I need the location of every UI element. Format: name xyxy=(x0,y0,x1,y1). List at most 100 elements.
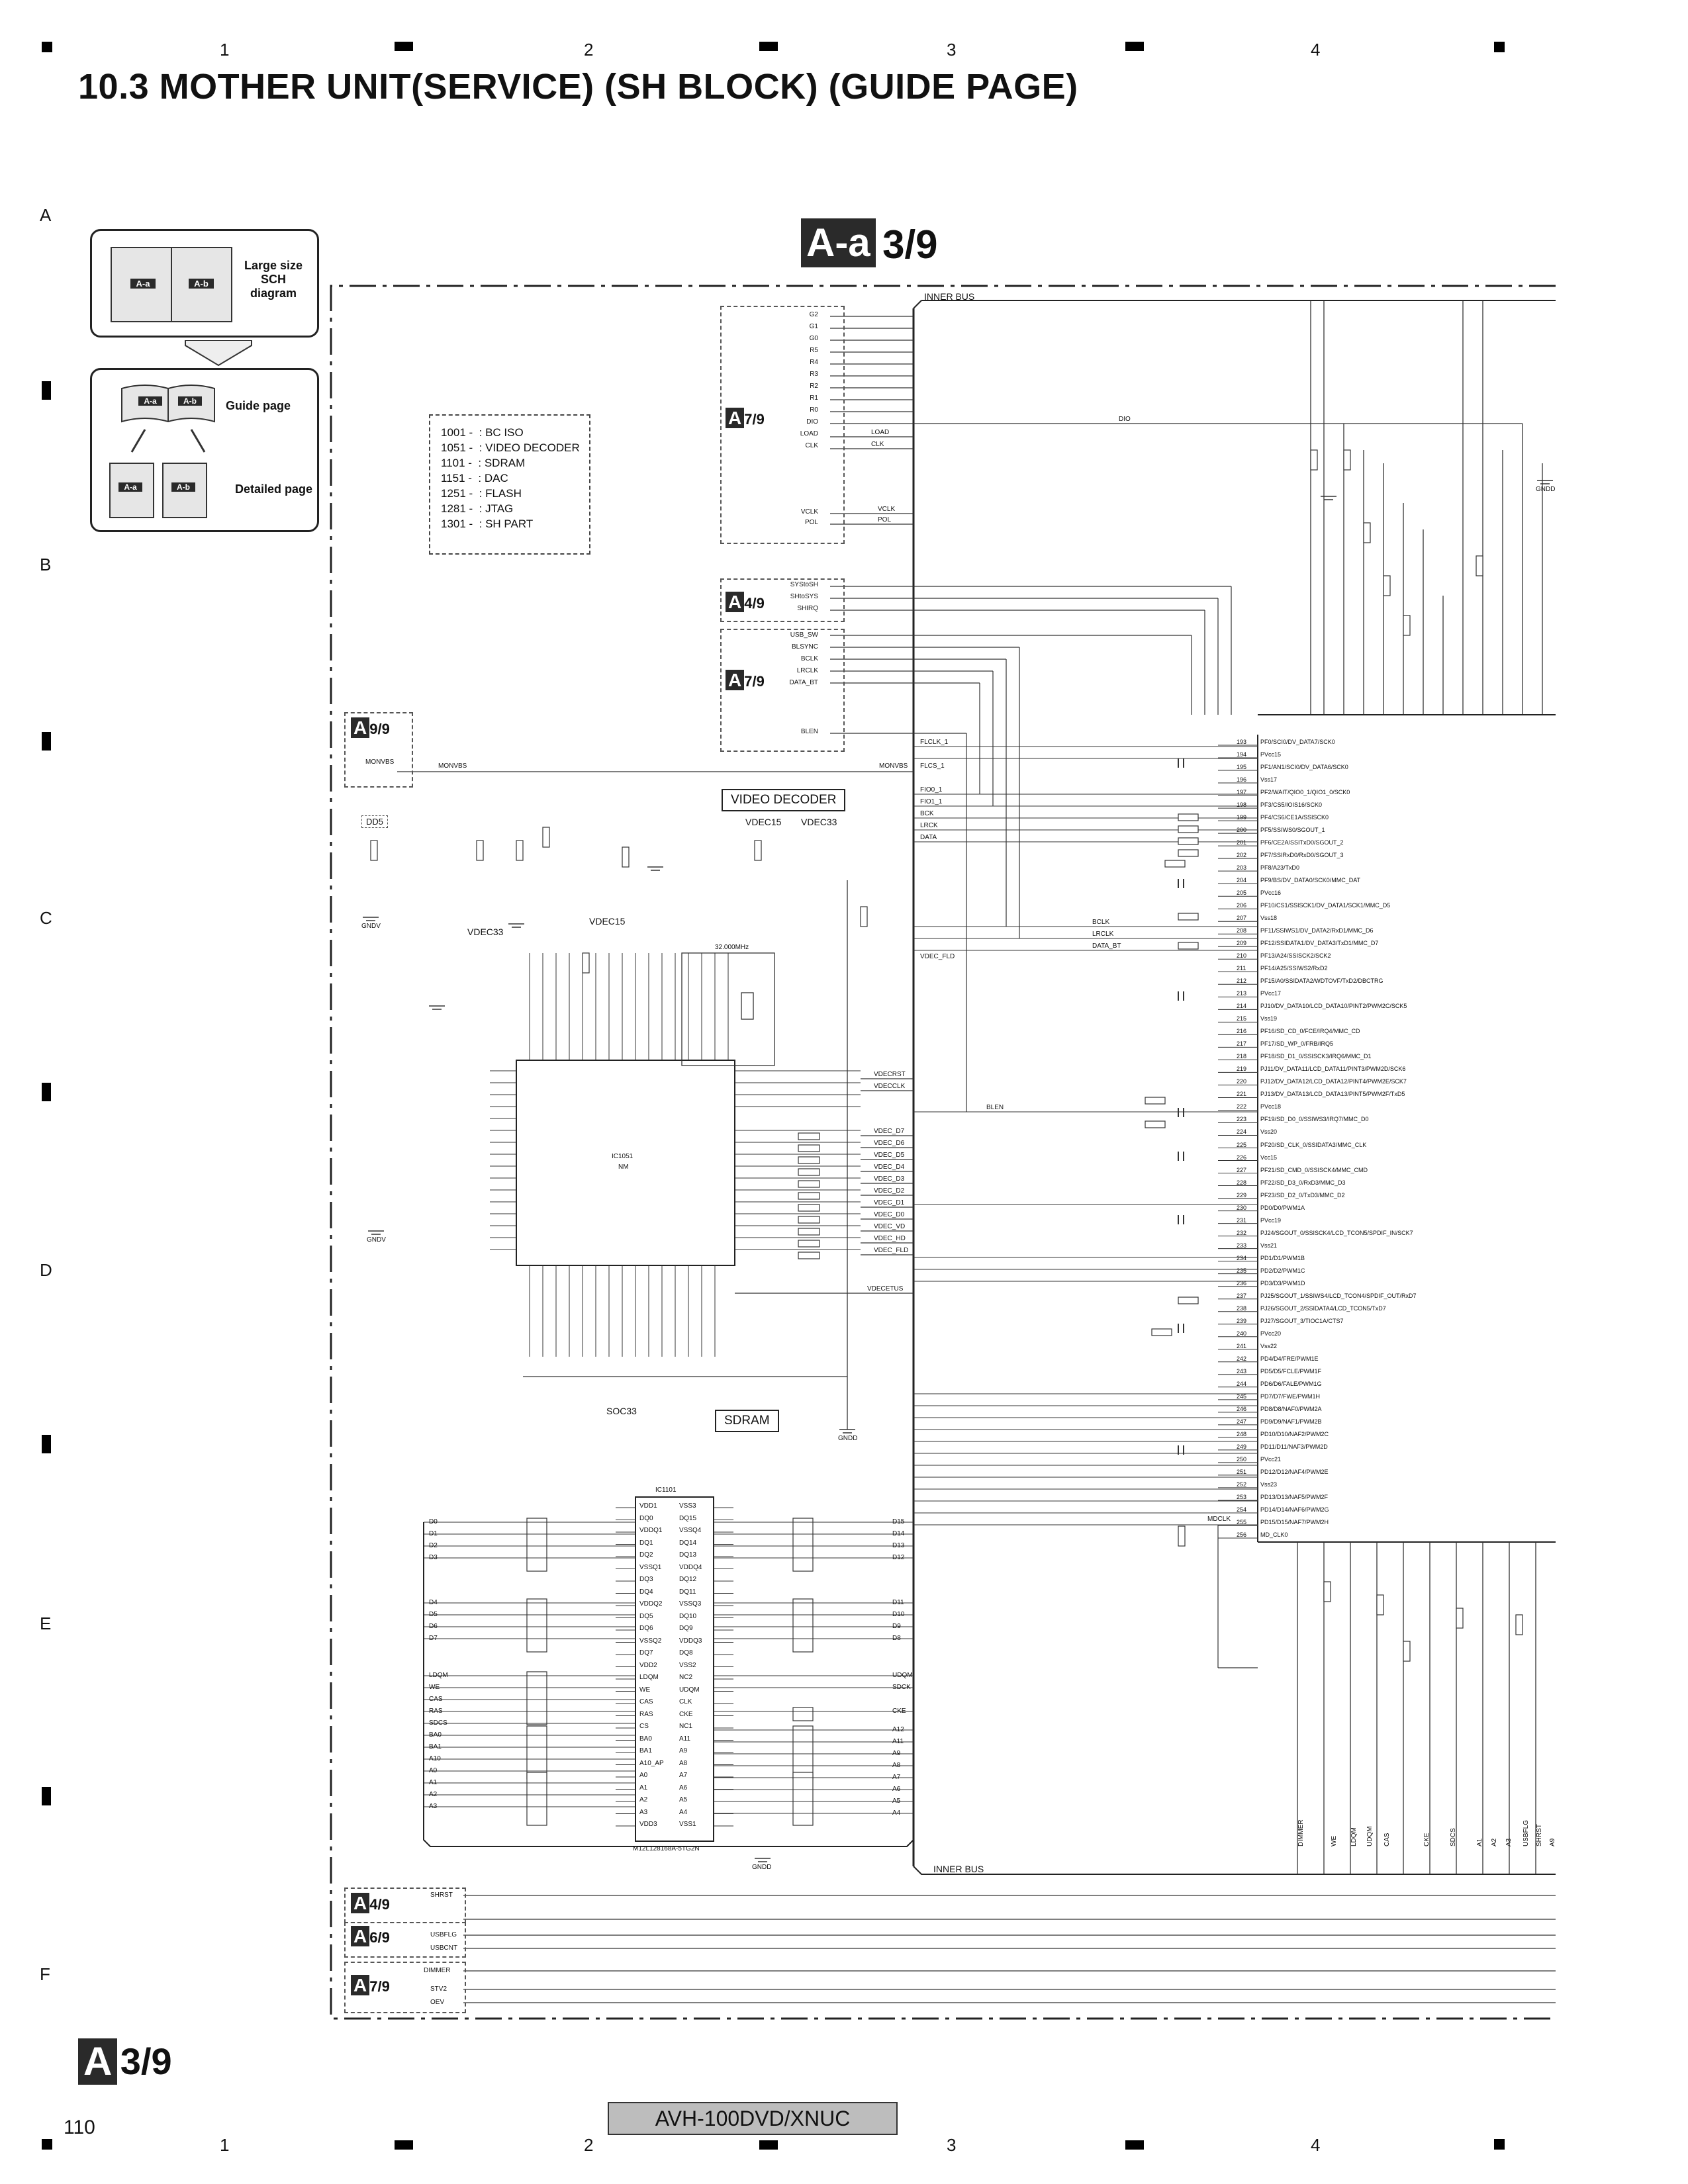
row-mark-1 xyxy=(42,381,51,400)
sdram-right-pin: CKE xyxy=(679,1710,693,1718)
connector-a79-mid-page: 7/9 xyxy=(744,673,765,690)
gndd-label-3: GNDD xyxy=(1536,486,1556,493)
cpu-pin-name: PF2/WAIT/QIO0_1/QIO1_0/SCK0 xyxy=(1260,789,1350,796)
sdram-left-pin: VSSQ1 xyxy=(639,1563,662,1571)
sdram-bus-left-label: WE xyxy=(429,1684,440,1691)
sig-dio: DIO xyxy=(1119,416,1131,423)
cpu-pin-name: PD6/D6/FALE/PWM1G xyxy=(1260,1380,1322,1387)
a79-top-pins-pin: R5 xyxy=(810,347,818,354)
reg-bar-t1 xyxy=(395,42,413,51)
connector-a99-letter: A xyxy=(351,717,370,738)
cpu-pin-name: PD15/D15/NAF7/PWM2H xyxy=(1260,1518,1329,1525)
vdec-output-label: VDEC_D2 xyxy=(874,1187,905,1195)
sdram-bus-left-label: D4 xyxy=(429,1599,438,1606)
guide-tag-a-book: A-a xyxy=(138,396,162,406)
col-num-top-4: 4 xyxy=(1311,40,1321,60)
a49-pins-pin: SHIRQ xyxy=(797,605,818,612)
cpu-pin-name: PJ12/DV_DATA12/LCD_DATA12/PINT4/PWM2E/SC… xyxy=(1260,1078,1407,1085)
sdram-right-pin: A6 xyxy=(679,1784,688,1792)
guide-book-icon xyxy=(121,385,215,423)
sdram-bus-left-label: D0 xyxy=(429,1518,438,1525)
bottom-sheet-tag-fraction: 3/9 xyxy=(120,2040,172,2082)
bottom-bus-label: SHRST xyxy=(1536,1824,1543,1846)
a79-top-pins-pin: CLK xyxy=(805,442,818,449)
cpu-pin-number: 197 xyxy=(1237,789,1247,796)
a79-mid-pins-pin: BLSYNC xyxy=(791,643,818,651)
cpu-pin-number: 227 xyxy=(1237,1166,1247,1173)
a79-top-pins-pin: R3 xyxy=(810,371,818,378)
row-mark-3 xyxy=(42,1083,51,1101)
bottom-bus-label: USBFLG xyxy=(1523,1819,1530,1846)
cpu-pin-name: Vss17 xyxy=(1260,776,1278,784)
sdram-left-pin: DQ0 xyxy=(639,1514,653,1522)
sdram-bus-right-label: A8 xyxy=(892,1762,901,1769)
cpu-pin-name: PF14/A25/SSIWS2/RxD2 xyxy=(1260,965,1328,972)
connector-bot-a79-pin-2: OEV xyxy=(430,1999,445,2006)
sdram-right-pin: A5 xyxy=(679,1796,688,1803)
row-letter-f: F xyxy=(40,1964,50,1984)
cpu-pin-number: 248 xyxy=(1237,1430,1247,1437)
sdram-bus-left-label: D3 xyxy=(429,1554,438,1561)
connector-a49 xyxy=(720,578,845,622)
sig-blen: BLEN xyxy=(986,1104,1004,1111)
sdram-right-pin: DQ8 xyxy=(679,1649,693,1657)
connector-a99-pin: MONVBS xyxy=(365,758,395,766)
sdram-bus-right-label: A5 xyxy=(892,1797,901,1805)
cpu-pin-name: PJ10/DV_DATA10/LCD_DATA10/PINT2/PWM2C/SC… xyxy=(1260,1003,1407,1010)
sdram-right-pin: A8 xyxy=(679,1759,688,1767)
connector-bot-a79-letter: A xyxy=(351,1975,370,1995)
cpu-pin-name: PD10/D10/NAF2/PWM2C xyxy=(1260,1430,1329,1437)
cpu-pin-name: PVcc15 xyxy=(1260,751,1282,758)
cpu-pin-number: 231 xyxy=(1237,1216,1247,1224)
video-decoder-label: VIDEO DECODER xyxy=(722,789,846,811)
a79-top-pins-pin: VCLK xyxy=(800,508,818,516)
vdec-output-label: VDEC_D5 xyxy=(874,1152,905,1159)
row-letter-d: D xyxy=(40,1260,52,1280)
sdram-bus-right-label: SDCK xyxy=(892,1684,911,1691)
vdec33-label: VDEC33 xyxy=(801,817,837,827)
cpu-pin-name: PJ24/SGOUT_0/SSISCK4/LCD_TCON5/SPDIF_IN/… xyxy=(1260,1229,1413,1236)
sdram-left-pin: VDD3 xyxy=(639,1821,657,1828)
sdram-left-pin: VSSQ2 xyxy=(639,1637,662,1645)
sdram-bus-left-label: A10 xyxy=(429,1755,441,1762)
cpu-pin-name: PF21/SD_CMD_0/SSISCK4/MMC_CMD xyxy=(1260,1166,1368,1173)
col-num-bot-2: 2 xyxy=(584,2135,594,2155)
vdec-output-label: VDEC_VD xyxy=(874,1223,906,1230)
guide-page-label: Guide page xyxy=(226,399,291,412)
cpu-pin-name: PD8/D8/NAF0/PWM2A xyxy=(1260,1405,1322,1412)
col-num-bot-3: 3 xyxy=(947,2135,957,2155)
cpu-pin-number: 202 xyxy=(1237,852,1247,859)
sdram-bus-right-label: D10 xyxy=(892,1611,905,1618)
a79-mid-pins-pin: BLEN xyxy=(800,728,818,735)
cpu-pin-number: 214 xyxy=(1237,1003,1247,1010)
sdram-bus-left-label: D6 xyxy=(429,1623,438,1630)
cpu-pin-name: Vss22 xyxy=(1260,1342,1278,1349)
sdram-right-pin: DQ11 xyxy=(679,1588,696,1596)
sig-vdecrst: VDECRST xyxy=(874,1071,906,1078)
row-letter-a: A xyxy=(40,205,52,225)
cpu-pin-number: 253 xyxy=(1237,1493,1247,1500)
sdram-bus-left-label: A3 xyxy=(429,1803,438,1810)
connector-bot-a69-letter: A xyxy=(351,1926,370,1946)
gndd-label-1: GNDD xyxy=(838,1435,858,1442)
sdram-bus-right-label: CKE xyxy=(892,1707,906,1715)
gndd-label-2: GNDD xyxy=(752,1864,772,1871)
sdram-bus-left-label: D7 xyxy=(429,1635,438,1642)
sig-lrck: LRCK xyxy=(920,822,938,829)
bottom-bus-label: CKE xyxy=(1423,1833,1430,1846)
cpu-pin-name: MD_CLK0 xyxy=(1260,1531,1288,1538)
cpu-pin-name: PD7/D7/FWE/PWM1H xyxy=(1260,1392,1321,1400)
sdram-right-pin: VDDQ3 xyxy=(679,1637,702,1645)
cpu-pin-number: 251 xyxy=(1237,1468,1247,1475)
cpu-pin-name: PVcc16 xyxy=(1260,889,1282,897)
cpu-pin-name: PJ25/SGOUT_1/SSIWS4/LCD_TCON4/SPDIF_OUT/… xyxy=(1260,1292,1417,1299)
connector-a99 xyxy=(344,712,413,788)
cpu-pin-number: 238 xyxy=(1237,1304,1247,1312)
connector-a79-mid-letter: A xyxy=(726,670,745,690)
cpu-pin-name: PD5/D5/FCLE/PWM1F xyxy=(1260,1367,1322,1375)
cpu-pin-number: 226 xyxy=(1237,1154,1247,1161)
